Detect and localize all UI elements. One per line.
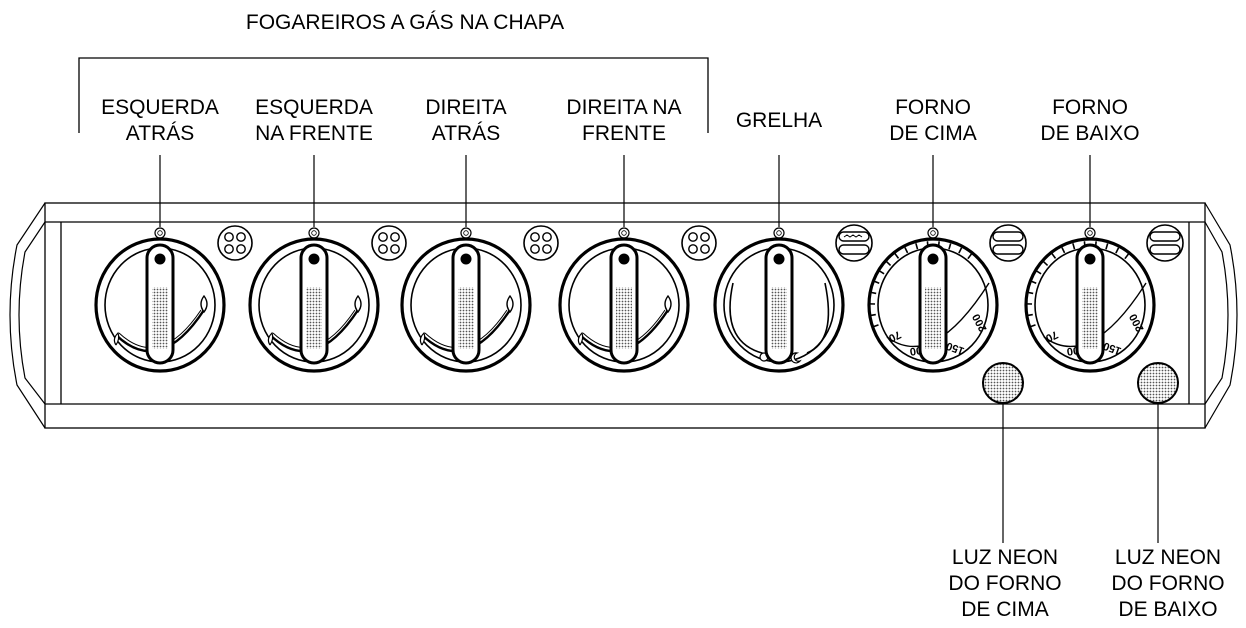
pilot-indicator: [927, 227, 939, 239]
large-flame-icon: [506, 294, 514, 314]
pilot-indicator: [618, 227, 630, 239]
temp-tick-label: 150: [945, 339, 966, 357]
large-flame-icon: [354, 294, 362, 314]
burner-indicator-four-rings: [681, 225, 717, 261]
burner-group-title: FOGAREIROS A GÁS NA CHAPA: [245, 11, 565, 34]
small-flame-icon: [267, 331, 274, 346]
right-handle: [1204, 202, 1238, 429]
knob-lower-oven[interactable]: 70100150200: [1024, 155, 1156, 373]
burner-indicator-four-rings: [371, 225, 407, 261]
knob-label-grill: GRELHA: [735, 109, 823, 132]
large-flame-icon: [664, 294, 672, 314]
pilot-indicator: [308, 227, 320, 239]
knob-pointer-dot: [1084, 253, 1096, 265]
grill-arc: [729, 282, 772, 356]
neon-light-lower-oven: [1137, 362, 1179, 543]
knob-upper-oven[interactable]: 70100150200: [867, 155, 999, 373]
burner-indicator-four-rings: [217, 225, 253, 261]
knob-pointer-dot: [460, 253, 472, 265]
pilot-indicator: [154, 227, 166, 239]
small-flame-icon: [419, 331, 426, 346]
small-flame-icon: [113, 331, 120, 346]
temp-tick-label: 70: [886, 328, 902, 344]
pilot-indicator: [460, 227, 472, 239]
temp-tick-label: 150: [1102, 339, 1123, 357]
knob-right-front[interactable]: [558, 155, 690, 373]
knob-pointer-dot: [308, 253, 320, 265]
control-panel-body: [44, 202, 1206, 429]
burner-indicator-four-rings: [523, 225, 559, 261]
oven-indicator-icon: [989, 224, 1027, 262]
small-flame-icon: [577, 331, 584, 346]
knob-pointer-dot: [618, 253, 630, 265]
knob-left-back[interactable]: [94, 155, 226, 373]
knob-left-front[interactable]: [248, 155, 380, 373]
knob-pointer-dot: [773, 253, 785, 265]
large-flame-icon: [200, 294, 208, 314]
oven-indicator-icon: [1146, 224, 1184, 262]
grill-indicator-icon: [835, 224, 873, 262]
knob-pointer-dot: [154, 253, 166, 265]
temp-tick-label: 70: [1043, 328, 1059, 344]
burner-group-bracket: [78, 57, 709, 133]
left-handle: [9, 202, 46, 429]
knob-right-back[interactable]: [400, 155, 532, 373]
pilot-indicator: [773, 227, 785, 239]
knob-grill[interactable]: [713, 155, 845, 373]
knob-pointer-dot: [927, 253, 939, 265]
pilot-indicator: [1084, 227, 1096, 239]
neon-light-upper-oven: [982, 362, 1024, 543]
